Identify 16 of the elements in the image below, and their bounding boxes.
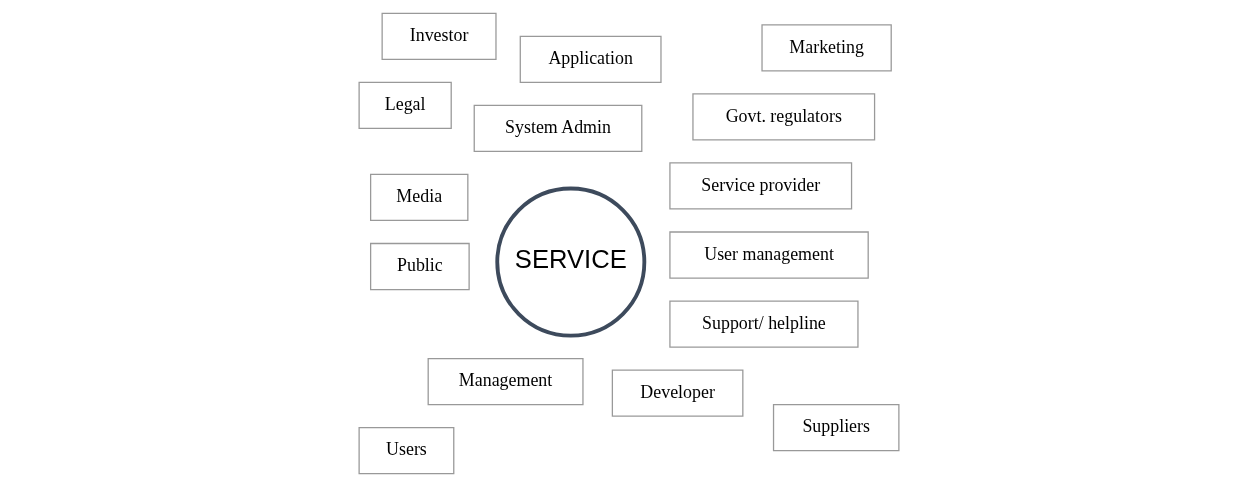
node-box: System Admin	[473, 104, 643, 153]
node-box: Developer	[611, 369, 744, 417]
node-box: Management	[427, 358, 584, 406]
node-box: User management	[669, 231, 869, 279]
node-box: Suppliers	[772, 404, 900, 452]
node-box: Service provider	[669, 162, 853, 210]
node-box: Investor	[381, 12, 497, 60]
node-box: Support/ helpline	[669, 300, 859, 348]
node-circle: SERVICE	[495, 186, 647, 338]
node-box: Media	[370, 173, 469, 222]
node-box: Govt. regulators	[692, 93, 876, 141]
node-box: Application	[519, 35, 662, 83]
node-box: Public	[370, 242, 470, 291]
node-box: Marketing	[761, 24, 892, 72]
node-box: Legal	[358, 81, 452, 129]
node-box: Users	[358, 427, 455, 475]
